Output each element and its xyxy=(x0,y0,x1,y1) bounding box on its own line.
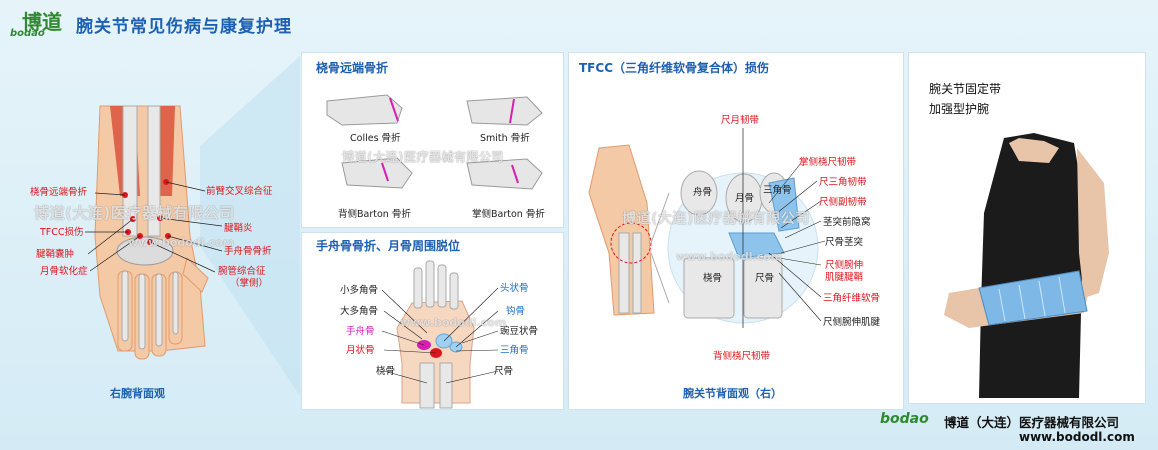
lunate-label: 月状骨 xyxy=(346,345,375,356)
page-title: 腕关节常见伤病与康复护理 xyxy=(76,17,292,37)
footer-url: www.bododl.com xyxy=(1019,430,1135,444)
watermark-radius: 博道(大连)医疗器械有限公司 xyxy=(342,150,504,164)
label-tfcc: TFCC损伤 xyxy=(40,227,84,238)
watermark-left: 博道(大连)医疗器械有限公司 xyxy=(34,204,235,222)
radius-label: 桡骨 xyxy=(376,366,396,377)
pisiform-label: 豌豆状骨 xyxy=(500,326,539,337)
watermark-tfcc: 博道(大连)医疗器械有限公司 xyxy=(622,211,810,227)
brace-text: 腕关节固定带 加强型护腕 xyxy=(929,79,1001,119)
brace-line2: 加强型护腕 xyxy=(929,102,990,116)
radius-diagrams xyxy=(326,94,543,190)
bone-scaphoid: 舟骨 xyxy=(693,187,713,198)
bone-lunate: 月骨 xyxy=(735,193,755,204)
tfcc-r5: 尺骨茎突 xyxy=(825,237,864,248)
tfcc-diagram xyxy=(588,128,826,328)
left-caption: 右腕背面观 xyxy=(110,387,165,400)
footer-company: 博道（大连）医疗器械有限公司 xyxy=(944,415,1120,430)
triquetrum-label: 三角骨 xyxy=(500,345,529,356)
tfcc-bottom-label: 背侧桡尺韧带 xyxy=(713,351,771,362)
header: 博道 bodao 腕关节常见伤病与康复护理 xyxy=(0,0,1158,46)
radius-fracture-panel: 桡骨远端骨折 Colles 骨折 Smith 骨折 背侧Barton 骨折 掌侧… xyxy=(301,52,564,228)
scaphoid-label: 手舟骨 xyxy=(346,326,375,337)
hamate-label: 钩骨 xyxy=(506,306,526,317)
watermark-tfcc-url: www.bododl.com xyxy=(676,250,783,263)
logo-glyph: 博道 xyxy=(22,10,62,34)
tfcc-panel: TFCC（三角纤维软骨复合体）损伤 xyxy=(568,52,904,410)
label-kienbock: 月骨软化症 xyxy=(40,266,88,277)
watermark-left-url: www.bododl.com xyxy=(128,236,235,249)
tfcc-r8: 三角纤维软骨 xyxy=(823,293,881,304)
tfcc-r7: 肌腱腱鞘 xyxy=(825,272,864,283)
bodao-logo: 博道 bodao xyxy=(8,6,68,42)
trapezoid-label: 小多角骨 xyxy=(340,285,379,296)
scaphoid-panel-title: 手舟骨骨折、月骨周围脱位 xyxy=(316,239,461,253)
tfcc-panel-title: TFCC（三角纤维软骨复合体）损伤 xyxy=(579,61,769,75)
smith-label: Smith 骨折 xyxy=(480,133,530,144)
brace-line1: 腕关节固定带 xyxy=(929,82,1002,96)
bone-ulna: 尺骨 xyxy=(755,273,775,284)
watermark-scaphoid-url: www.bododl.com xyxy=(400,316,507,329)
colles-label: Colles 骨折 xyxy=(350,133,401,144)
volar-barton-label: 掌侧Barton 骨折 xyxy=(472,209,545,220)
wrist-illustration xyxy=(85,56,300,396)
brace-panel: 腕关节固定带 加强型护腕 xyxy=(908,52,1146,404)
trapezium-label: 大多角骨 xyxy=(340,306,379,317)
bone-radius: 桡骨 xyxy=(703,273,723,284)
tfcc-caption: 腕关节背面观（右） xyxy=(683,387,782,400)
brace-photo xyxy=(944,133,1109,398)
tfcc-r6: 尺侧腕伸 xyxy=(825,260,864,271)
tfcc-r9: 尺侧腕伸肌腱 xyxy=(823,317,881,328)
capitate-label: 头状骨 xyxy=(500,283,529,294)
label-radius-fracture: 桡骨远端骨折 xyxy=(30,187,88,198)
label-tenosynovitis: 腱鞘炎 xyxy=(224,223,253,234)
bone-triquetrum: 三角骨 xyxy=(763,185,792,196)
label-carpal-tunnel: 腕管综合征 xyxy=(218,266,266,277)
tfcc-r4: 茎突前隐窝 xyxy=(823,217,871,228)
label-ganglion: 腱鞘囊肿 xyxy=(36,249,75,260)
radius-panel-title: 桡骨远端骨折 xyxy=(316,61,389,75)
tfcc-top-label: 尺月韧带 xyxy=(721,115,760,126)
ulna-label: 尺骨 xyxy=(494,366,514,377)
label-scaphoid: 手舟骨骨折 xyxy=(224,246,272,257)
scaphoid-panel: 手舟骨骨折、月骨周围脱位 xyxy=(301,232,564,410)
dorsal-barton-label: 背侧Barton 骨折 xyxy=(338,209,411,220)
tfcc-r3: 尺侧副韧带 xyxy=(819,197,867,208)
label-intersection: 前臂交叉综合征 xyxy=(206,186,273,197)
hand-skeleton xyxy=(381,260,499,409)
footer-brand: bodao xyxy=(880,411,929,427)
tfcc-r1: 掌侧桡尺韧带 xyxy=(799,157,857,168)
tfcc-r2: 尺三角韧带 xyxy=(819,177,867,188)
logo-sub: bodao xyxy=(10,28,45,39)
label-palmar: （掌侧） xyxy=(230,278,269,289)
